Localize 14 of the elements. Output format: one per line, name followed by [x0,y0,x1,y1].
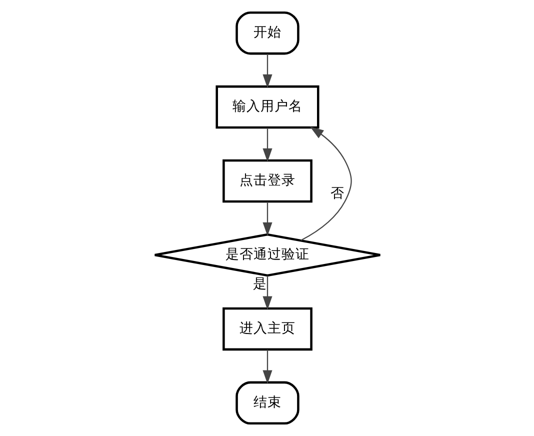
node-box: 开始 [235,11,299,55]
arrow [262,276,272,310]
arrow [300,126,352,241]
node-box: 点击登录 [222,159,312,203]
node-box: 结束 [235,381,299,425]
edge-label: 否 [330,186,344,202]
node-box: 输入用户名 [215,85,319,129]
arrow [262,54,272,88]
node-box: 进入主页 [222,307,312,351]
arrow [262,350,272,384]
node-diamond: 是否通过验证 [153,233,381,277]
arrow [262,128,272,162]
edge-label: 是 [252,276,267,292]
arrow [262,202,272,236]
